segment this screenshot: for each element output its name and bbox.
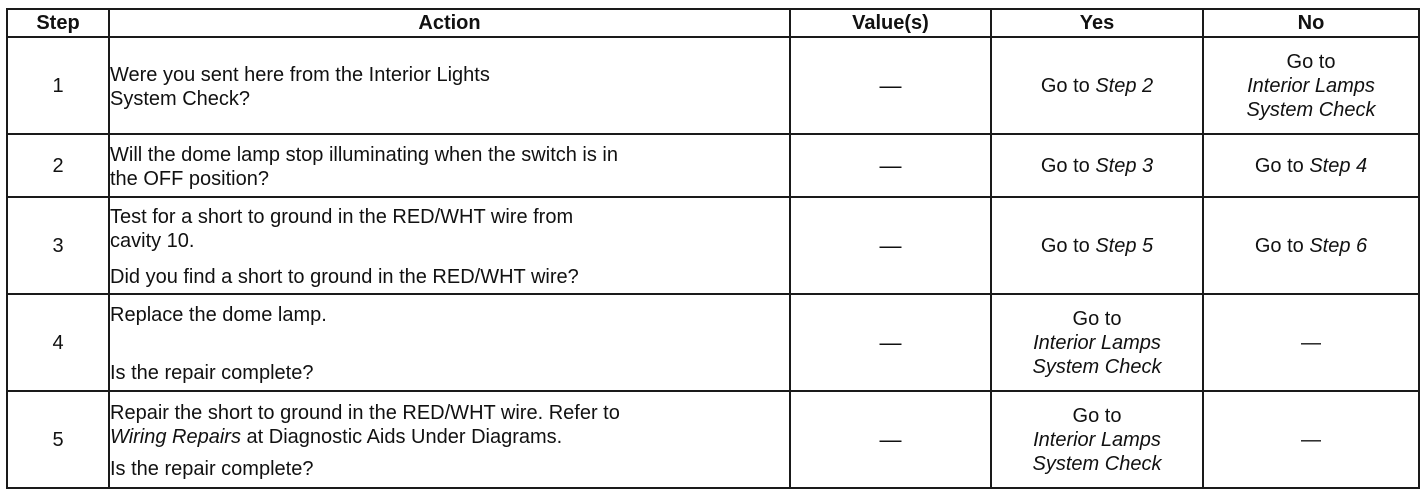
step-number: 3 bbox=[6, 196, 110, 295]
header-step: Step bbox=[6, 8, 110, 38]
header-yes: Yes bbox=[990, 8, 1204, 38]
no-cell: Go to Step 6 bbox=[1202, 196, 1420, 295]
table-row: 2 Will the dome lamp stop illuminating w… bbox=[6, 133, 1420, 198]
action-text: System Check? bbox=[110, 87, 251, 110]
yes-step-link[interactable]: Step 5 bbox=[1095, 234, 1154, 257]
action-text: Test for a short to ground in the RED/WH… bbox=[110, 205, 574, 228]
step-number: 4 bbox=[6, 293, 110, 392]
no-cell: Go to Interior Lamps System Check bbox=[1202, 36, 1420, 135]
yes-prefix: Go to bbox=[1040, 154, 1096, 177]
yes-cell: Go to Step 5 bbox=[990, 196, 1204, 295]
yes-ref-link[interactable]: Interior Lamps bbox=[1033, 331, 1161, 354]
yes-prefix: Go to bbox=[1040, 234, 1096, 257]
no-ref-link[interactable]: Interior Lamps bbox=[1247, 74, 1375, 97]
table-row: 1 Were you sent here from the Interior L… bbox=[6, 36, 1420, 135]
yes-goto: Go to bbox=[1072, 404, 1122, 427]
diagnostic-table: Step Action Value(s) Yes No 1 Were you s… bbox=[6, 8, 1420, 489]
no-cell: Go to Step 4 bbox=[1202, 133, 1420, 198]
spacer bbox=[110, 327, 789, 361]
action-cell: Replace the dome lamp. Is the repair com… bbox=[108, 293, 791, 392]
action-text: Repair the short to ground in the RED/WH… bbox=[110, 401, 620, 424]
value-cell: — bbox=[789, 293, 992, 392]
yes-ref-link[interactable]: Interior Lamps bbox=[1033, 428, 1161, 451]
value-cell: — bbox=[789, 390, 992, 489]
yes-step-link[interactable]: Step 3 bbox=[1095, 154, 1154, 177]
no-ref-link[interactable]: System Check bbox=[1246, 98, 1376, 121]
no-step-link[interactable]: Step 4 bbox=[1309, 154, 1368, 177]
yes-cell: Go to Interior Lamps System Check bbox=[990, 390, 1204, 489]
yes-ref-link[interactable]: System Check bbox=[1032, 355, 1162, 378]
value-cell: — bbox=[789, 133, 992, 198]
value-cell: — bbox=[789, 36, 992, 135]
wiring-repairs-link[interactable]: Wiring Repairs bbox=[110, 425, 241, 448]
step-number: 2 bbox=[6, 133, 110, 198]
no-cell: — bbox=[1202, 390, 1420, 489]
action-text-line: Wiring Repairs at Diagnostic Aids Under … bbox=[110, 425, 789, 449]
table-row: 4 Replace the dome lamp. Is the repair c… bbox=[6, 293, 1420, 392]
yes-cell: Go to Step 3 bbox=[990, 133, 1204, 198]
diagnostic-table-container: Step Action Value(s) Yes No 1 Were you s… bbox=[6, 8, 1420, 489]
yes-prefix: Go to bbox=[1040, 74, 1096, 97]
action-cell: Were you sent here from the Interior Lig… bbox=[108, 36, 791, 135]
yes-cell: Go to Step 2 bbox=[990, 36, 1204, 135]
no-cell: — bbox=[1202, 293, 1420, 392]
yes-ref-link[interactable]: System Check bbox=[1032, 452, 1162, 475]
value-cell: — bbox=[789, 196, 992, 295]
action-question: Is the repair complete? bbox=[110, 457, 314, 480]
no-step-link[interactable]: Step 6 bbox=[1309, 234, 1368, 257]
action-text: at Diagnostic Aids Under Diagrams. bbox=[240, 425, 563, 448]
action-text: cavity 10. bbox=[110, 229, 195, 252]
action-cell: Will the dome lamp stop illuminating whe… bbox=[108, 133, 791, 198]
action-cell: Repair the short to ground in the RED/WH… bbox=[108, 390, 791, 489]
action-text: the OFF position? bbox=[110, 167, 269, 190]
spacer bbox=[110, 253, 789, 265]
header-action: Action bbox=[108, 8, 791, 38]
step-number: 1 bbox=[6, 36, 110, 135]
step-number: 5 bbox=[6, 390, 110, 489]
table-row: 3 Test for a short to ground in the RED/… bbox=[6, 196, 1420, 295]
spacer bbox=[110, 449, 789, 457]
no-goto: Go to bbox=[1286, 50, 1336, 73]
yes-cell: Go to Interior Lamps System Check bbox=[990, 293, 1204, 392]
table-row: 5 Repair the short to ground in the RED/… bbox=[6, 390, 1420, 489]
yes-goto: Go to bbox=[1072, 307, 1122, 330]
table-header-row: Step Action Value(s) Yes No bbox=[6, 8, 1420, 38]
header-no: No bbox=[1202, 8, 1420, 38]
action-text: Were you sent here from the Interior Lig… bbox=[110, 63, 490, 86]
yes-step-link[interactable]: Step 2 bbox=[1095, 74, 1154, 97]
action-question: Did you find a short to ground in the RE… bbox=[110, 265, 579, 288]
action-question: Is the repair complete? bbox=[110, 361, 314, 384]
action-cell: Test for a short to ground in the RED/WH… bbox=[108, 196, 791, 295]
action-text: Will the dome lamp stop illuminating whe… bbox=[110, 143, 618, 166]
no-prefix: Go to bbox=[1254, 154, 1310, 177]
no-prefix: Go to bbox=[1254, 234, 1310, 257]
action-text: Replace the dome lamp. bbox=[110, 303, 327, 326]
header-values: Value(s) bbox=[789, 8, 992, 38]
